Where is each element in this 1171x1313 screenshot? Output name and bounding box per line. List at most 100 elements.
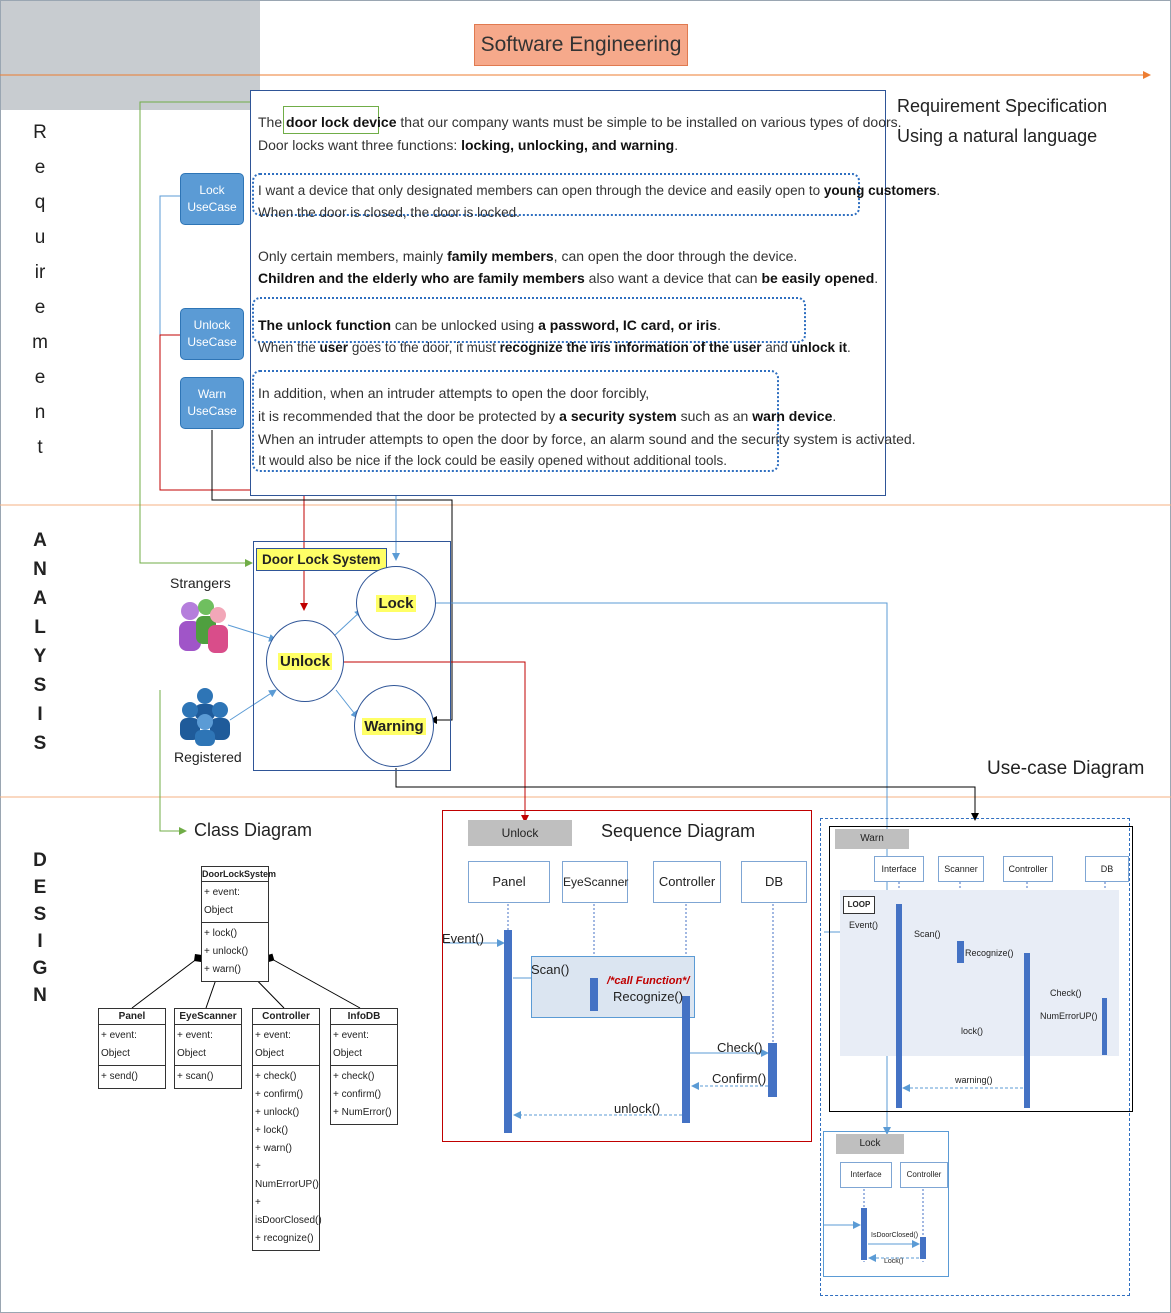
usecase-warning[interactable]: Warning (354, 685, 434, 767)
warn-activation-db (1102, 998, 1107, 1055)
page-title: Software Engineering (474, 24, 688, 66)
stage-letter: I (37, 931, 43, 952)
usecase-diagram-label: Use-case Diagram (987, 758, 1145, 779)
req-line-10: it is recommended that the door be prote… (258, 408, 837, 424)
class-method: + unlock() (255, 1107, 300, 1118)
warn-activation-controller (1024, 953, 1030, 1108)
class-attr: + event: Object (101, 1030, 137, 1059)
strangers-actor-icon (179, 599, 228, 653)
stage-letter: E (33, 877, 47, 898)
req-line-1: The door lock device that our company wa… (258, 114, 902, 130)
lifeline-eyescanner: EyeScanner (562, 861, 628, 903)
msg-confirm: Confirm() (712, 1071, 767, 1086)
req-line-8: When the user goes to the door, it must … (258, 340, 851, 355)
class-method: + lock() (255, 1125, 289, 1136)
requirement-text-box (250, 90, 886, 496)
class-method: + warn() (255, 1143, 292, 1154)
warn-activation-interface (896, 904, 902, 1108)
stage-letter: q (34, 192, 46, 213)
class-method: + check() (333, 1071, 375, 1082)
class-name: InfoDB (331, 1009, 397, 1025)
class-method: + NumErrorUP() (255, 1161, 319, 1190)
lock-lifeline-interface: Interface (840, 1162, 892, 1188)
spec-title-line-2: Using a natural language (897, 126, 1098, 146)
class-method: + NumError() (333, 1107, 392, 1118)
class-name: Controller (253, 1009, 319, 1025)
stage-letter: N (33, 559, 47, 580)
warn-activation-scanner (957, 941, 964, 963)
usecase-lock[interactable]: Lock (356, 566, 436, 640)
actor-registered-label: Registered (174, 749, 242, 765)
lifeline-controller: Controller (653, 861, 721, 903)
registered-actor-icon (180, 688, 230, 746)
usecase-unlock[interactable]: Unlock (266, 620, 344, 702)
req-line-5: Only certain members, mainly family memb… (258, 248, 798, 264)
class-diagram-label: Class Diagram (194, 820, 313, 840)
warn-lifeline-interface: Interface (874, 856, 924, 882)
warn-msg-check: Check() (1050, 988, 1082, 998)
warn-lifeline-scanner: Scanner (938, 856, 984, 882)
warn-msg-recognize: Recognize() (965, 948, 1014, 958)
lock-sequence-tab: Lock (836, 1134, 904, 1154)
warn-msg-warning: warning() (955, 1075, 993, 1085)
class-method: + unlock() (204, 946, 249, 957)
stage-letter: G (32, 958, 48, 979)
req-line-9: In addition, when an intruder attempts t… (258, 385, 650, 401)
class-method: + recognize() (255, 1233, 314, 1244)
class-name: DoorLockSystem (202, 867, 276, 882)
msg-event: Event() (442, 931, 484, 946)
class-panel: Panel + event: Object + send() (98, 1008, 166, 1089)
class-method: + confirm() (255, 1089, 304, 1100)
lock-msg-isdoorclosed: IsDoorClosed() (871, 1232, 919, 1239)
door-lock-device-highlight (283, 106, 379, 134)
stage-letter: I (37, 704, 43, 725)
activation-controller (682, 996, 690, 1123)
msg-scan: Scan() (531, 962, 570, 977)
warn-sequence-tab: Warn (835, 829, 909, 849)
req-line-2: Door locks want three functions: locking… (258, 137, 679, 153)
unlock-sequence-tab: Unlock (468, 820, 572, 846)
stage-letter: N (33, 985, 47, 1006)
class-method: + isDoorClosed() (255, 1197, 322, 1226)
warn-msg-lock: lock() (961, 1026, 983, 1036)
stage-letter: S (33, 733, 47, 754)
door-lock-system-boundary (253, 541, 451, 771)
lock-activation-controller (920, 1237, 926, 1259)
class-attr: + event: Object (333, 1030, 369, 1059)
req-line-4: When the door is closed, the door is loc… (258, 205, 520, 220)
loop-region (840, 890, 1119, 1056)
warn-msg-event: Event() (849, 920, 879, 930)
msg-check: Check() (717, 1040, 763, 1055)
call-function-region (531, 956, 695, 1018)
stage-letter: n (34, 402, 46, 423)
stage-letter: e (34, 367, 46, 388)
warn-lifeline-db: DB (1085, 856, 1129, 882)
activation-eyescanner (590, 978, 598, 1011)
req-line-7: The unlock function can be unlocked usin… (258, 317, 721, 333)
warn-msg-scan: Scan() (914, 929, 941, 939)
unlock-sequence-frame (442, 810, 812, 1142)
stage-letter: L (34, 617, 46, 638)
req-line-3: I want a device that only designated mem… (258, 183, 941, 198)
req-line-11: When an intruder attempts to open the do… (258, 431, 916, 447)
req-group-warn (252, 370, 779, 472)
stage-letter: u (34, 227, 46, 248)
class-method: + lock() (204, 928, 238, 939)
stage-letter: ir (34, 262, 46, 283)
lifeline-db: DB (741, 861, 807, 903)
class-name: EyeScanner (175, 1009, 241, 1025)
spec-title-line-1: Requirement Specification (897, 96, 1108, 116)
stage-letter: A (33, 588, 47, 609)
stage-letter: e (34, 157, 46, 178)
msg-unlock: unlock() (614, 1101, 661, 1116)
class-eyescanner: EyeScanner + event: Object + scan() (174, 1008, 242, 1089)
class-name: Panel (99, 1009, 165, 1025)
stage-letter: e (34, 297, 46, 318)
stage-letter: S (33, 675, 47, 696)
stage-letter: m (32, 332, 48, 353)
class-method: + confirm() (333, 1089, 382, 1100)
class-method: + scan() (177, 1071, 214, 1082)
